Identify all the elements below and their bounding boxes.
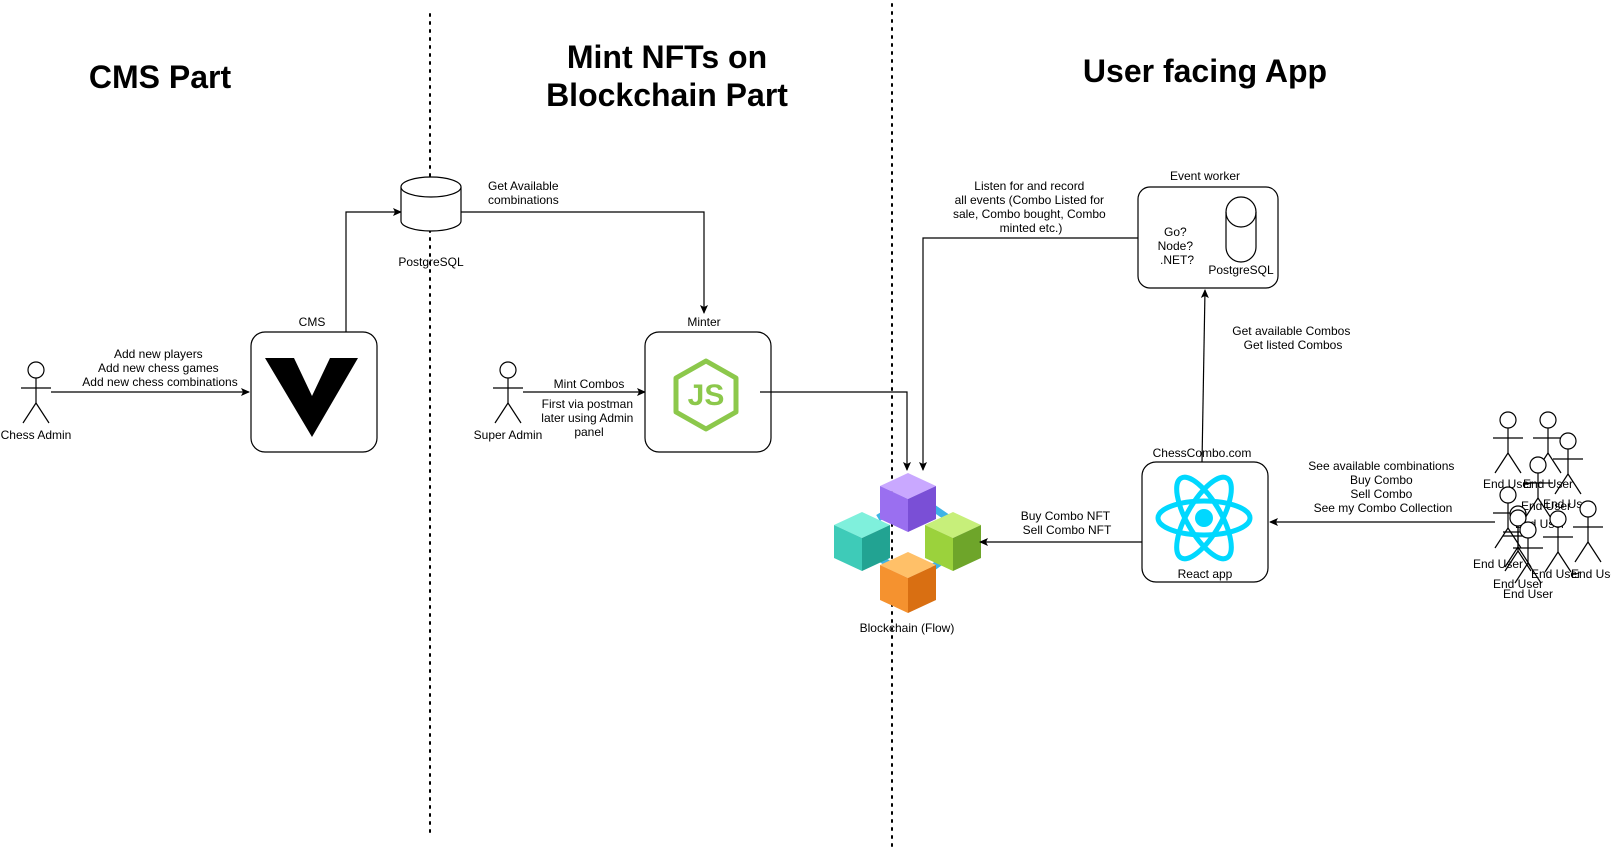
edge-react-to-worker-label: Get available Combos Get listed Combos — [1232, 324, 1353, 352]
svg-text:JS: JS — [688, 379, 725, 412]
event-worker-tech: Go? Node? .NET? — [1158, 225, 1197, 267]
edge-worker-to-blockchain — [919, 237, 1138, 471]
vue-logo-icon — [265, 358, 358, 437]
edge-postgres-to-minter — [461, 211, 708, 314]
edge-react-to-blockchain-label: Buy Combo NFT Sell Combo NFT — [1021, 509, 1113, 537]
end-user-label: End User — [1521, 499, 1571, 513]
chesscombo-label: ChessCombo.com — [1153, 446, 1252, 460]
edge-minter-to-blockchain — [760, 391, 911, 471]
edge-admin-to-cms-label: Add new players Add new chess games Add … — [82, 347, 237, 389]
cms-node-label: CMS — [299, 315, 326, 329]
postgres-top-label: PostgreSQL — [398, 255, 464, 269]
super-admin-label: Super Admin — [474, 428, 543, 442]
end-user-label: End User — [1473, 557, 1523, 571]
end-user-label: End User — [1503, 587, 1553, 601]
edge-users-to-react-label: See available combinations Buy Combo Sel… — [1308, 459, 1457, 515]
end-user-label: End User — [1493, 577, 1543, 591]
edge-superadmin-label-top: Mint Combos — [554, 377, 625, 391]
edge-superadmin-label-bottom: First via postman later using Admin pane… — [541, 397, 636, 439]
react-logo-icon — [1155, 474, 1253, 562]
edge-worker-listen-label: Listen for and record all events (Combo … — [953, 179, 1109, 235]
section-title-user-app: User facing App — [1083, 53, 1327, 89]
end-user-actor — [1553, 432, 1583, 495]
edge-react-to-worker — [1200, 289, 1209, 463]
end-user-actor — [1493, 411, 1523, 474]
end-user-actor — [1543, 510, 1573, 573]
blockchain-flow-icon — [834, 473, 981, 613]
end-user-label: End User — [1483, 477, 1533, 491]
end-user-actor — [1513, 521, 1543, 584]
event-worker-label: Event worker — [1170, 169, 1240, 183]
section-title-mint-line1: Mint NFTs on — [567, 39, 767, 75]
end-user-actor — [1573, 500, 1603, 563]
minter-node-label: Minter — [687, 315, 720, 329]
event-worker-database-icon — [1225, 196, 1257, 263]
end-user-actor — [1523, 456, 1553, 519]
nodejs-logo-icon: JS — [673, 358, 739, 432]
section-title-mint-line2: Blockchain Part — [546, 77, 788, 113]
react-app-label: React app — [1178, 567, 1233, 581]
database-icon — [400, 176, 462, 232]
end-user-label: End User — [1571, 567, 1611, 581]
event-worker-db-label: PostgreSQL — [1208, 263, 1274, 277]
end-user-label: End User — [1531, 567, 1581, 581]
chess-admin-actor — [21, 361, 51, 424]
super-admin-actor — [493, 361, 523, 424]
end-user-label: End User — [1523, 477, 1573, 491]
section-title-cms: CMS Part — [89, 59, 232, 95]
edge-postgres-to-minter-label: Get Available combinations — [488, 179, 562, 207]
blockchain-label: Blockchain (Flow) — [860, 621, 955, 635]
chess-admin-label: Chess Admin — [1, 428, 72, 442]
edge-cms-to-postgres — [345, 208, 402, 332]
